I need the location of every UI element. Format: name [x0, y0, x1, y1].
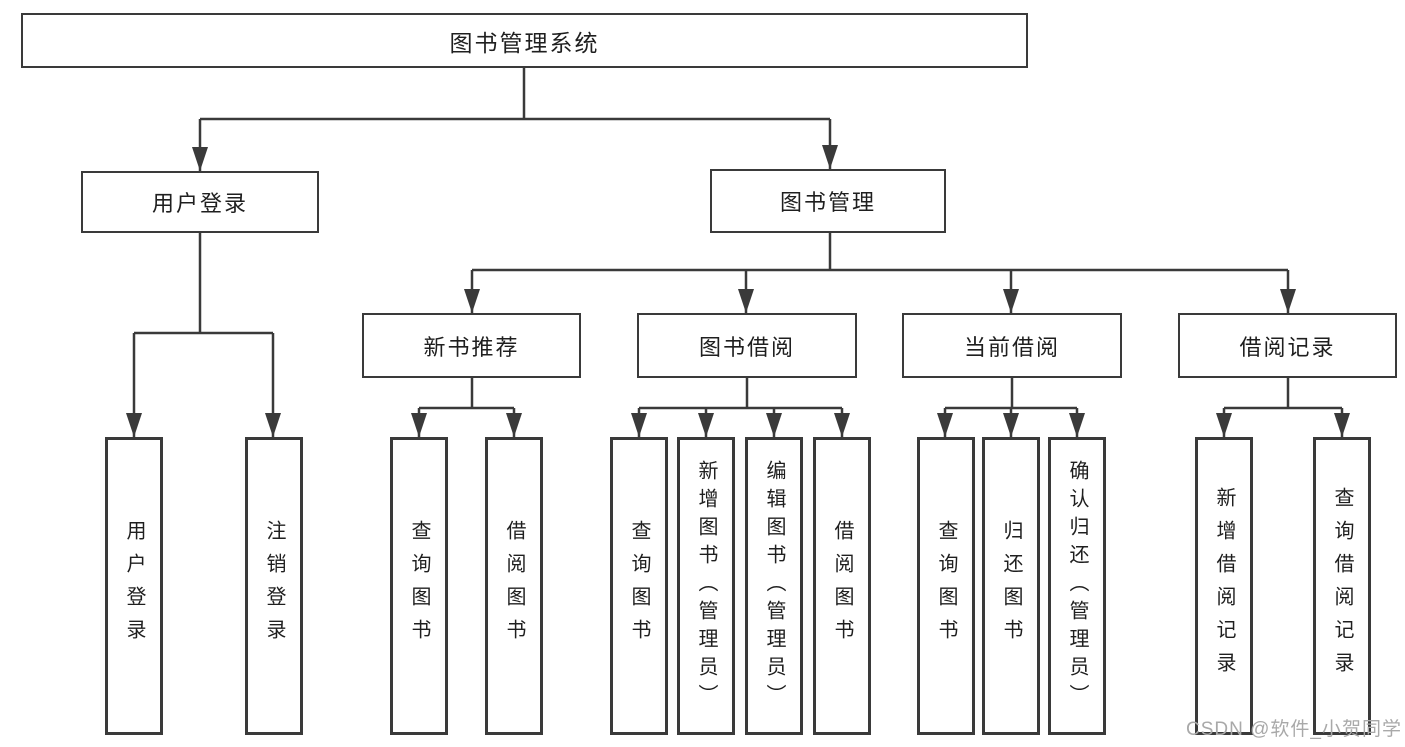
connector-group [126, 68, 1350, 437]
node-book-management: 图书管理 [710, 169, 946, 233]
leaf-cb-confirm-return-admin-label: 确认归还（管理员） [1066, 460, 1088, 712]
leaf-rec-query-books-label: 查询图书 [408, 520, 430, 652]
leaf-bb-add-books-admin-label: 新增图书（管理员） [695, 460, 717, 712]
leaf-bb-borrow-books-label: 借阅图书 [831, 520, 853, 652]
node-root-label: 图书管理系统 [449, 29, 600, 56]
node-book-management-label: 图书管理 [779, 190, 876, 215]
leaf-cb-confirm-return-admin: 确认归还（管理员） [1048, 437, 1106, 735]
leaf-br-add-record-label: 新增借阅记录 [1213, 487, 1235, 685]
leaf-br-query-record-label: 查询借阅记录 [1331, 487, 1353, 685]
node-root: 图书管理系统 [21, 13, 1028, 68]
leaf-bb-add-books-admin: 新增图书（管理员） [677, 437, 735, 735]
leaf-bb-query-books-label: 查询图书 [628, 520, 650, 652]
node-new-book-recommend: 新书推荐 [362, 313, 581, 378]
leaf-cb-return-books: 归还图书 [982, 437, 1040, 735]
node-current-borrow-label: 当前借阅 [963, 334, 1060, 360]
node-book-borrow-label: 图书借阅 [698, 334, 795, 360]
leaf-br-add-record: 新增借阅记录 [1195, 437, 1253, 735]
leaf-bb-edit-books-admin: 编辑图书（管理员） [745, 437, 803, 735]
node-book-borrow: 图书借阅 [637, 313, 857, 378]
leaf-rec-query-books: 查询图书 [390, 437, 448, 735]
leaf-rec-borrow-books: 借阅图书 [485, 437, 543, 735]
leaf-logout: 注销登录 [245, 437, 303, 735]
node-user-login: 用户登录 [81, 171, 319, 233]
leaf-bb-borrow-books: 借阅图书 [813, 437, 871, 735]
leaf-bb-query-books: 查询图书 [610, 437, 668, 735]
connector-skeleton [134, 68, 1342, 410]
leaf-cb-return-books-label: 归还图书 [1000, 520, 1022, 652]
leaf-rec-borrow-books-label: 借阅图书 [503, 520, 525, 652]
csdn-watermark: CSDN @软件_小贺同学 [1186, 719, 1402, 740]
node-user-login-label: 用户登录 [151, 191, 248, 216]
leaf-user-login: 用户登录 [105, 437, 163, 735]
leaf-logout-label: 注销登录 [263, 520, 285, 652]
leaf-cb-query-books: 查询图书 [917, 437, 975, 735]
leaf-user-login-label: 用户登录 [123, 520, 145, 652]
node-new-book-recommend-label: 新书推荐 [423, 334, 520, 360]
node-current-borrow: 当前借阅 [902, 313, 1122, 378]
leaf-br-query-record: 查询借阅记录 [1313, 437, 1371, 735]
node-borrow-record-label: 借阅记录 [1239, 334, 1336, 360]
node-borrow-record: 借阅记录 [1178, 313, 1397, 378]
leaf-cb-query-books-label: 查询图书 [935, 520, 957, 652]
leaf-bb-edit-books-admin-label: 编辑图书（管理员） [763, 460, 785, 712]
